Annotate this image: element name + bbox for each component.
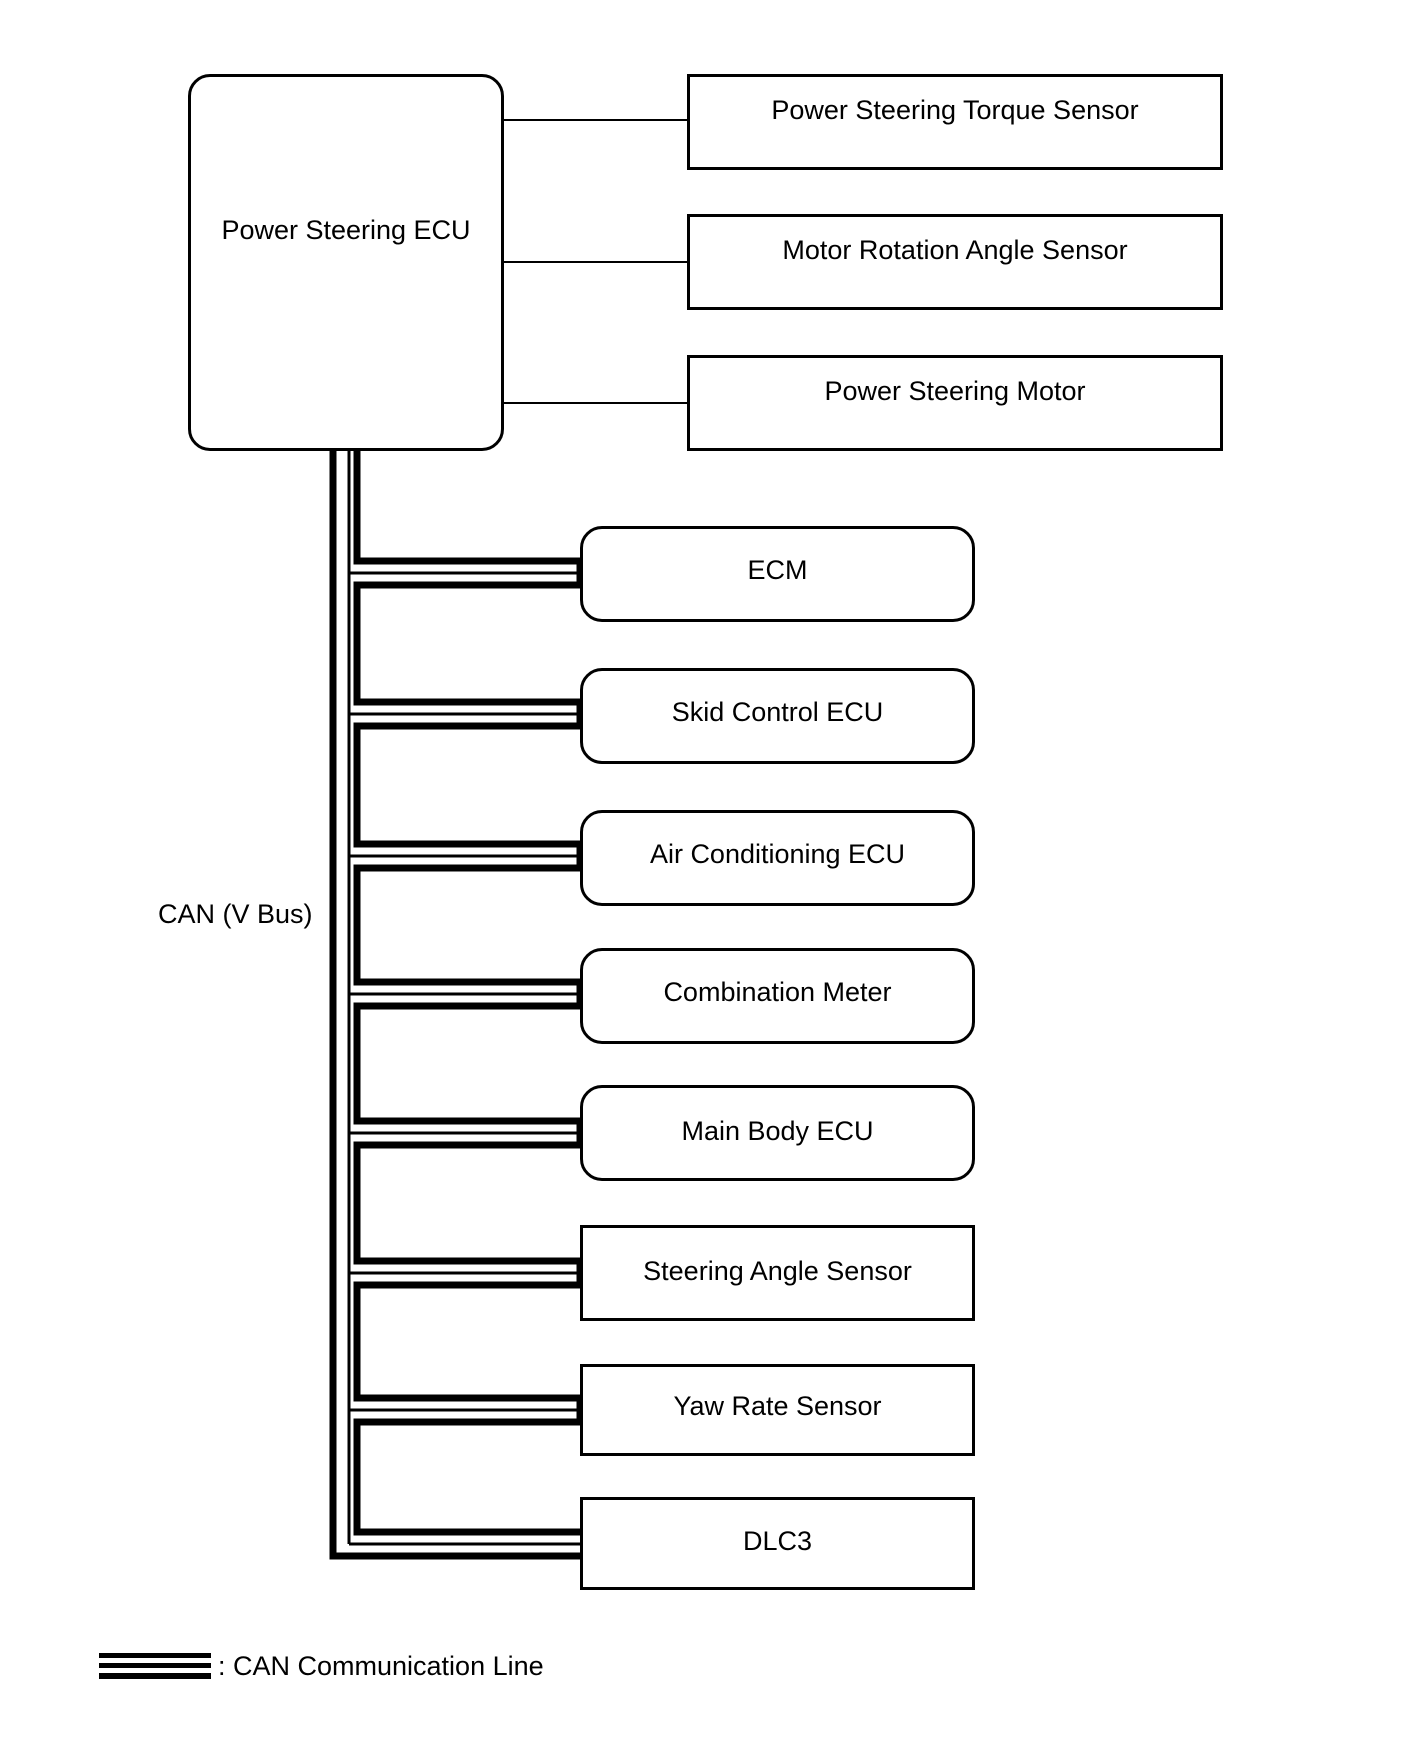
steering-motor-box: Power Steering Motor <box>687 355 1223 451</box>
torque-sensor-label: Power Steering Torque Sensor <box>771 95 1139 125</box>
motor-angle-sensor-box: Motor Rotation Angle Sensor <box>687 214 1223 310</box>
direct-wires <box>504 119 687 404</box>
power-steering-ecu-box: Power Steering ECU <box>188 74 504 451</box>
bus-node-label: ECM <box>747 555 808 585</box>
legend-label: : CAN Communication Line <box>218 1651 544 1681</box>
bus-node-combination-meter: Combination Meter <box>580 948 975 1044</box>
bus-node-label: Combination Meter <box>663 977 892 1007</box>
bus-node-label: Skid Control ECU <box>671 697 884 727</box>
bus-node-label: Yaw Rate Sensor <box>673 1391 882 1421</box>
bus-node-yaw-rate-sensor: Yaw Rate Sensor <box>580 1364 975 1456</box>
bus-node-label: Steering Angle Sensor <box>643 1256 912 1286</box>
bus-node-label: DLC3 <box>742 1526 813 1556</box>
can-bus-inner-conductor <box>353 451 584 1536</box>
torque-sensor-box: Power Steering Torque Sensor <box>687 74 1223 170</box>
bus-node-ecm: ECM <box>580 526 975 622</box>
bus-node-main-body-ecu: Main Body ECU <box>580 1085 975 1181</box>
bus-node-label: Air Conditioning ECU <box>649 839 906 869</box>
can-bus-lines <box>329 451 584 1560</box>
power-steering-ecu-label: Power Steering ECU <box>221 215 471 245</box>
bus-node-air-conditioning-ecu: Air Conditioning ECU <box>580 810 975 906</box>
motor-angle-sensor-label: Motor Rotation Angle Sensor <box>782 235 1128 265</box>
legend-line-symbol <box>99 1653 211 1679</box>
steering-motor-label: Power Steering Motor <box>824 376 1086 406</box>
bus-node-label: Main Body ECU <box>681 1116 874 1146</box>
bus-node-steering-angle-sensor: Steering Angle Sensor <box>580 1225 975 1321</box>
can-bus-label: CAN (V Bus) <box>158 899 313 929</box>
bus-node-skid-control-ecu: Skid Control ECU <box>580 668 975 764</box>
bus-node-dlc3: DLC3 <box>580 1497 975 1590</box>
